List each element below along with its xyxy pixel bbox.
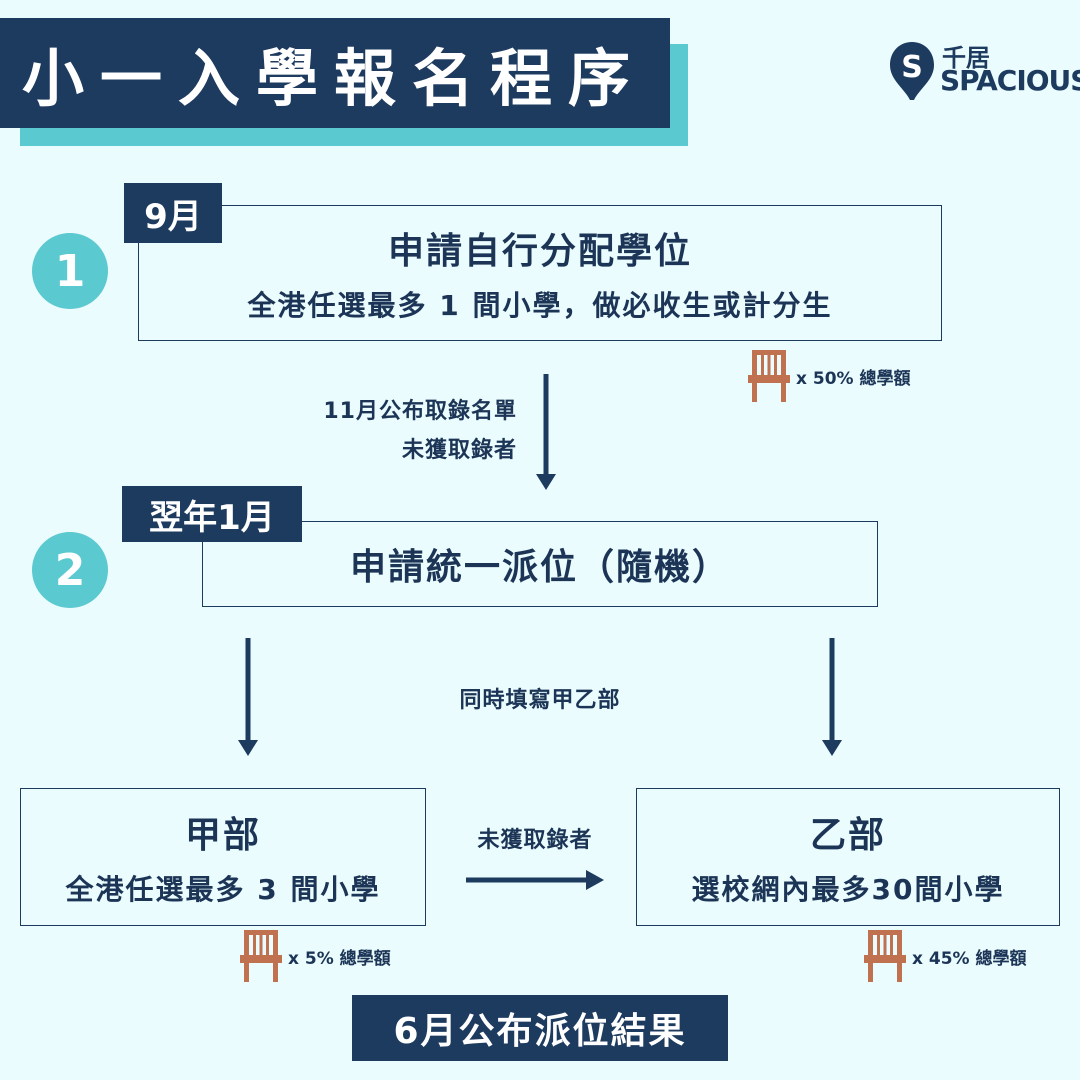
result-banner: 6月公布派位結果 [352, 995, 728, 1061]
part-a-box: 甲部 全港任選最多 3 間小學 [20, 788, 426, 926]
arrow-right-icon [466, 870, 604, 890]
part-a-quota-text: x 5% 總學額 [288, 948, 391, 969]
transition-1-line2: 未獲取錄者 [401, 438, 517, 463]
step-1-quota-text: x 50% 總學額 [796, 368, 911, 389]
logo-english: SPACIOUS [940, 64, 1080, 97]
part-b-box: 乙部 選校網內最多30間小學 [636, 788, 1060, 926]
arrow-down-right-icon [822, 638, 842, 756]
logo-chinese: 千居 [942, 44, 990, 72]
step-2-month-tag: 翌年1月 [122, 486, 302, 542]
page-title: 小一入學報名程序 [0, 18, 670, 128]
logo-pin-icon: S [890, 42, 934, 100]
arrow-down-icon [536, 374, 556, 490]
chair-icon [240, 930, 282, 982]
step-1-circle: 1 [32, 233, 108, 309]
step-1-quota: x 50% 總學額 [748, 350, 911, 402]
logo-mark: S [901, 50, 923, 85]
a-to-b-note: 未獲取錄者 [477, 828, 593, 853]
part-b-quota: x 45% 總學額 [864, 930, 1027, 982]
transition-1-line1: 11月公布取錄名單 [323, 399, 517, 424]
part-b-quota-text: x 45% 總學額 [912, 948, 1027, 969]
step-2-title: 申請統一派位（隨機） [349, 547, 730, 588]
split-note: 同時填寫甲乙部 [459, 688, 621, 713]
step-2-box: 申請統一派位（隨機） [202, 521, 878, 607]
part-b-title: 乙部 [809, 815, 886, 856]
step-1-subtitle: 全港任選最多 1 間小學，做必收生或計分生 [247, 289, 833, 322]
step-1-title: 申請自行分配學位 [387, 231, 692, 272]
step-2-circle: 2 [32, 532, 108, 608]
part-a-subtitle: 全港任選最多 3 間小學 [65, 873, 381, 906]
arrow-down-left-icon [238, 638, 258, 756]
part-b-subtitle: 選校網內最多30間小學 [691, 873, 1005, 906]
chair-icon [748, 350, 790, 402]
chair-icon [864, 930, 906, 982]
part-a-quota: x 5% 總學額 [240, 930, 391, 982]
step-1-month-tag: 9月 [124, 183, 222, 243]
part-a-title: 甲部 [184, 815, 261, 856]
step-1-box: 申請自行分配學位 全港任選最多 1 間小學，做必收生或計分生 [138, 205, 942, 341]
